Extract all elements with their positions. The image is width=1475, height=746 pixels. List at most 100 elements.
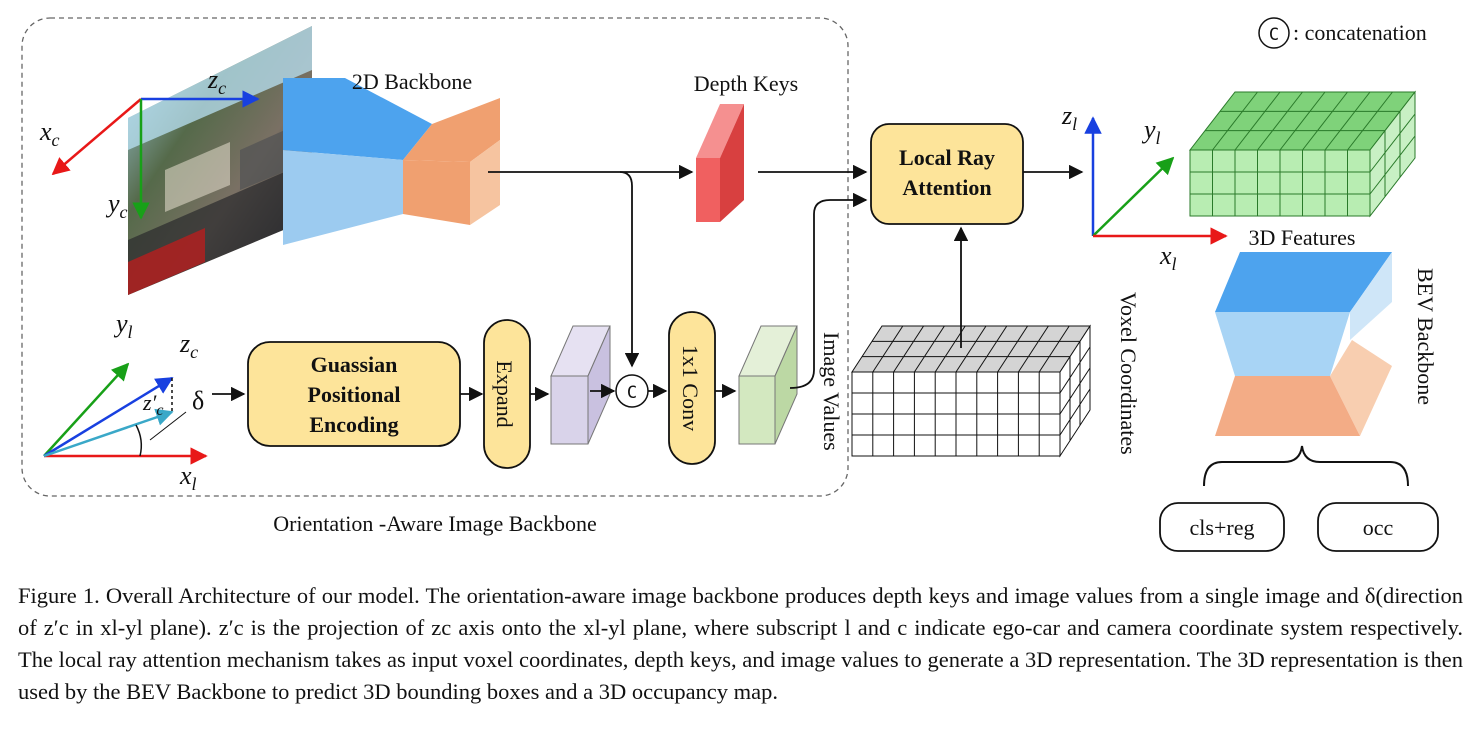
orient-delta-pointer [149, 411, 187, 441]
ego-x-label: x [1159, 241, 1172, 270]
orient-y-label: y [113, 309, 128, 338]
ego-z-label: z [1061, 101, 1072, 130]
concatenation-legend: C : concatenation [1258, 17, 1427, 49]
backbone-decoder-side [470, 140, 500, 225]
depth-keys-block: Depth Keys [694, 71, 798, 222]
expand-label: Expand [492, 360, 517, 427]
positional-feature-block [550, 325, 611, 445]
camera-x-sub: c [52, 130, 60, 150]
backbone-decoder-top [403, 98, 500, 162]
orient-zprime-sub: c [156, 402, 163, 419]
gpe-line3: Encoding [309, 412, 398, 437]
concat-legend-symbol-text: C [1269, 25, 1279, 45]
camera-z-sub: c [218, 78, 226, 98]
image-values-front [738, 375, 776, 445]
ego-y-label: y [1141, 115, 1156, 144]
occ-box [1317, 502, 1439, 552]
local-ray-attention-line1: Local Ray [899, 145, 995, 170]
orientation-axes: yl zc z′c xl δ [43, 309, 208, 494]
backbone-2d: 2D Backbone [283, 69, 500, 245]
concat-legend-label: : concatenation [1293, 20, 1427, 45]
ego-y-axis [1092, 156, 1175, 237]
orient-delta-arc [135, 424, 143, 457]
bev-lower-front [1215, 376, 1360, 436]
concat-node: C [615, 374, 649, 408]
output-cls-reg: cls+reg [1159, 502, 1285, 552]
ego-x-sub: l [1172, 254, 1177, 274]
gaussian-positional-encoding: Guassian Positional Encoding [247, 341, 461, 447]
camera-axes: zc xc yc [39, 65, 260, 222]
voxel-coordinates-grid [851, 324, 1091, 458]
svg-text:xl: xl [179, 461, 197, 494]
svg-text:zc: zc [179, 329, 198, 362]
cls-reg-label: cls+reg [1190, 515, 1255, 540]
features-3d-label: 3D Features [1249, 225, 1356, 250]
input-camera-image [128, 26, 312, 295]
svg-text:yl: yl [113, 309, 133, 342]
depth-keys-front [696, 158, 720, 222]
bev-top-face [1215, 252, 1392, 312]
backbone-decoder-front [403, 160, 470, 225]
depth-keys-label: Depth Keys [694, 71, 798, 96]
orientation-aware-backbone-group [21, 17, 849, 497]
backbone-2d-label: 2D Backbone [352, 69, 472, 94]
backbone-encoder-top [283, 78, 432, 160]
local-ray-attention-line2: Attention [902, 175, 991, 200]
conv-box [668, 311, 716, 465]
orient-zprime-axis [43, 408, 174, 458]
conv-label: 1x1 Conv [678, 345, 703, 431]
orient-y-sub: l [128, 322, 133, 342]
svg-text:xl: xl [1159, 241, 1177, 274]
orient-z-axis [43, 376, 174, 458]
group-label: Orientation -Aware Image Backbone [273, 511, 597, 536]
local-ray-attention-box [870, 123, 1024, 225]
camera-y-label: y [105, 189, 120, 218]
bev-lower-side [1330, 340, 1392, 436]
ego-axes: zl yl xl [1061, 101, 1228, 274]
svg-text:xc: xc [39, 117, 60, 150]
figure-caption: Figure 1. Overall Architecture of our mo… [18, 583, 1463, 704]
orient-z-sub: c [190, 342, 198, 362]
orient-z-label: z [179, 329, 190, 358]
features-3d-grid [1188, 90, 1417, 218]
bev-upper-side [1350, 252, 1392, 340]
gpe-line1: Guassian [311, 352, 398, 377]
camera-z-label: z [207, 65, 218, 94]
ego-y-sub: l [1156, 128, 1161, 148]
cls-reg-box [1159, 502, 1285, 552]
voxel-coordinates-label: Voxel Coordinates [1116, 292, 1141, 455]
bev-backbone [1215, 252, 1392, 436]
occ-label: occ [1363, 515, 1394, 540]
svg-text:yc: yc [105, 189, 128, 222]
image-values-label: Image Values [819, 332, 844, 451]
bev-head-brace [1203, 445, 1409, 487]
backbone-encoder-front [283, 150, 403, 245]
architecture-diagram: Orientation -Aware Image Backbone C : co… [21, 17, 1439, 552]
svg-text:zl: zl [1061, 101, 1077, 134]
positional-feature-front [550, 375, 589, 445]
bev-upper-front [1215, 312, 1350, 376]
svg-text:z′c: z′c [142, 390, 163, 419]
image-values-block [738, 325, 798, 445]
concat-symbol: C [627, 383, 637, 403]
bev-backbone-label: BEV Backbone [1413, 268, 1438, 405]
camera-y-sub: c [120, 202, 128, 222]
values-to-attention-arrow [789, 192, 868, 389]
output-occ: occ [1317, 502, 1439, 552]
gpe-line2: Positional [308, 382, 401, 407]
orient-zprime-label: z′ [142, 390, 158, 415]
camera-x-axis [51, 98, 142, 176]
orient-x-sub: l [192, 474, 197, 494]
expand-block: Expand [483, 319, 531, 469]
backbone-to-concat-arrow [619, 171, 640, 368]
local-ray-attention: Local Ray Attention [870, 123, 1024, 225]
delta-label: δ [192, 386, 204, 415]
conv-1x1-block: 1x1 Conv [668, 311, 716, 465]
orient-x-label: x [179, 461, 192, 490]
ego-z-sub: l [1072, 114, 1077, 134]
concat-legend-symbol [1258, 17, 1290, 49]
orient-y-axis [43, 362, 130, 457]
svg-text:zc: zc [207, 65, 226, 98]
camera-x-label: x [39, 117, 52, 146]
svg-text:yl: yl [1141, 115, 1161, 148]
